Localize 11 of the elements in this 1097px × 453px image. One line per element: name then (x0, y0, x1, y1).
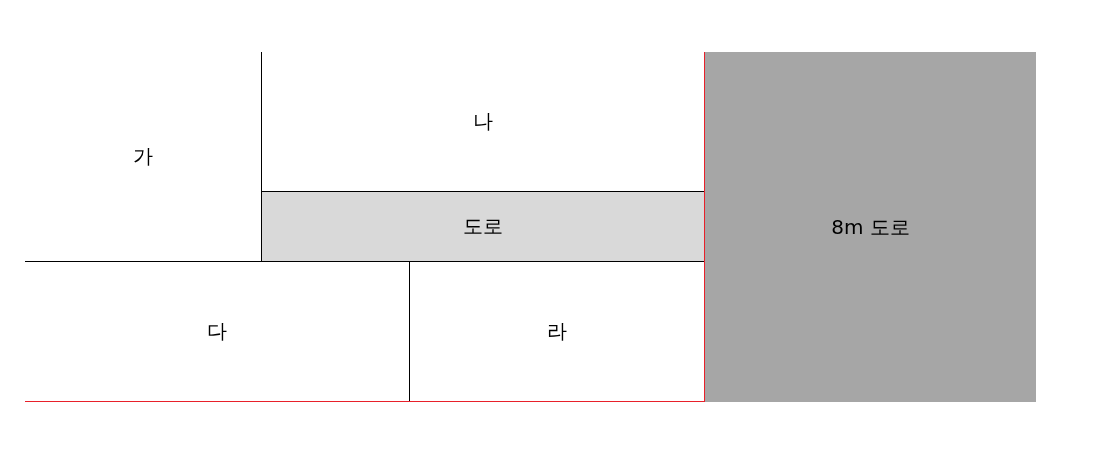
road-box (262, 192, 704, 262)
road-label: 8m 도로 (831, 213, 910, 241)
road-label: 도로 (463, 213, 503, 240)
parcel-label: 가 (133, 143, 153, 170)
road-area (705, 52, 1036, 402)
parcel-label: 나 (473, 108, 493, 135)
parcel-label: 라 (547, 318, 567, 345)
parcel-box (262, 52, 704, 192)
parcel-label: 다 (207, 318, 227, 345)
parcel-box (25, 262, 410, 401)
site-boundary (25, 52, 705, 402)
